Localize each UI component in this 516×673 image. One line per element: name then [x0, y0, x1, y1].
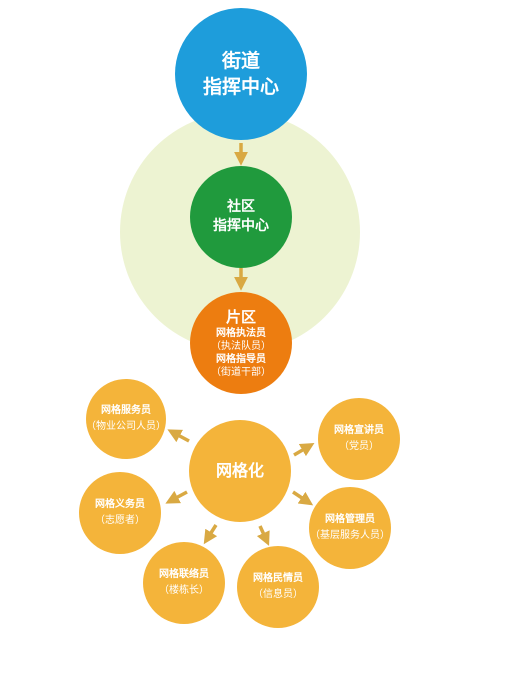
arrow-hub-to-management: [292, 490, 314, 506]
information-note: （信息员）: [253, 589, 303, 600]
service-role: 网格服务员: [101, 405, 151, 416]
street-command-center: 街道 指挥中心: [175, 8, 307, 140]
information-role: 网格民情员: [253, 573, 303, 584]
satellite-volunteer: 网格义务员 （志愿者）: [79, 472, 161, 554]
arrow-hub-to-service: [167, 429, 190, 443]
zone-title: 片区: [225, 308, 256, 326]
arrow-hub-to-volunteer: [165, 490, 188, 504]
street-center-line1: 街道: [221, 50, 260, 72]
satellite-service: 网格服务员 （物业公司人员）: [86, 379, 166, 459]
arrow-hub-to-information: [256, 525, 270, 546]
zone-role-enforcer: 网格执法员: [216, 328, 266, 339]
volunteer-role: 网格义务员: [95, 499, 145, 510]
community-center-line2: 指挥中心: [213, 218, 269, 234]
community-command-center: 社区 指挥中心: [190, 166, 292, 268]
zone-role-instructor: 网格指导员: [216, 354, 266, 365]
satellite-management: 网格管理员 （基层服务人员）: [309, 487, 391, 569]
arrow-hub-to-publicity: [293, 443, 315, 457]
grid-hub: 网格化: [189, 420, 291, 522]
grid-hub-label: 网格化: [215, 461, 264, 480]
zone-note-instructor: （街道干部）: [211, 367, 271, 378]
volunteer-note: （志愿者）: [95, 515, 145, 526]
management-note: （基层服务人员）: [310, 530, 390, 541]
publicity-note: （党员）: [339, 441, 379, 452]
zone-node: 片区 网格执法员 （执法队员） 网格指导员 （街道干部）: [190, 292, 292, 394]
satellite-liaison: 网格联络员 （楼栋长）: [143, 542, 225, 624]
arrow-hub-to-liaison: [203, 524, 218, 545]
management-role: 网格管理员: [325, 514, 375, 525]
satellite-publicity: 网格宣讲员 （党员）: [318, 398, 400, 480]
zone-note-enforcer: （执法队员）: [211, 341, 271, 352]
street-center-line2: 指挥中心: [202, 76, 279, 98]
liaison-role: 网格联络员: [159, 569, 209, 580]
liaison-note: （楼栋长）: [159, 585, 209, 596]
satellite-information: 网格民情员 （信息员）: [237, 546, 319, 628]
community-center-line1: 社区: [227, 199, 255, 215]
service-note: （物业公司人员）: [86, 421, 166, 432]
publicity-role: 网格宣讲员: [334, 425, 384, 436]
